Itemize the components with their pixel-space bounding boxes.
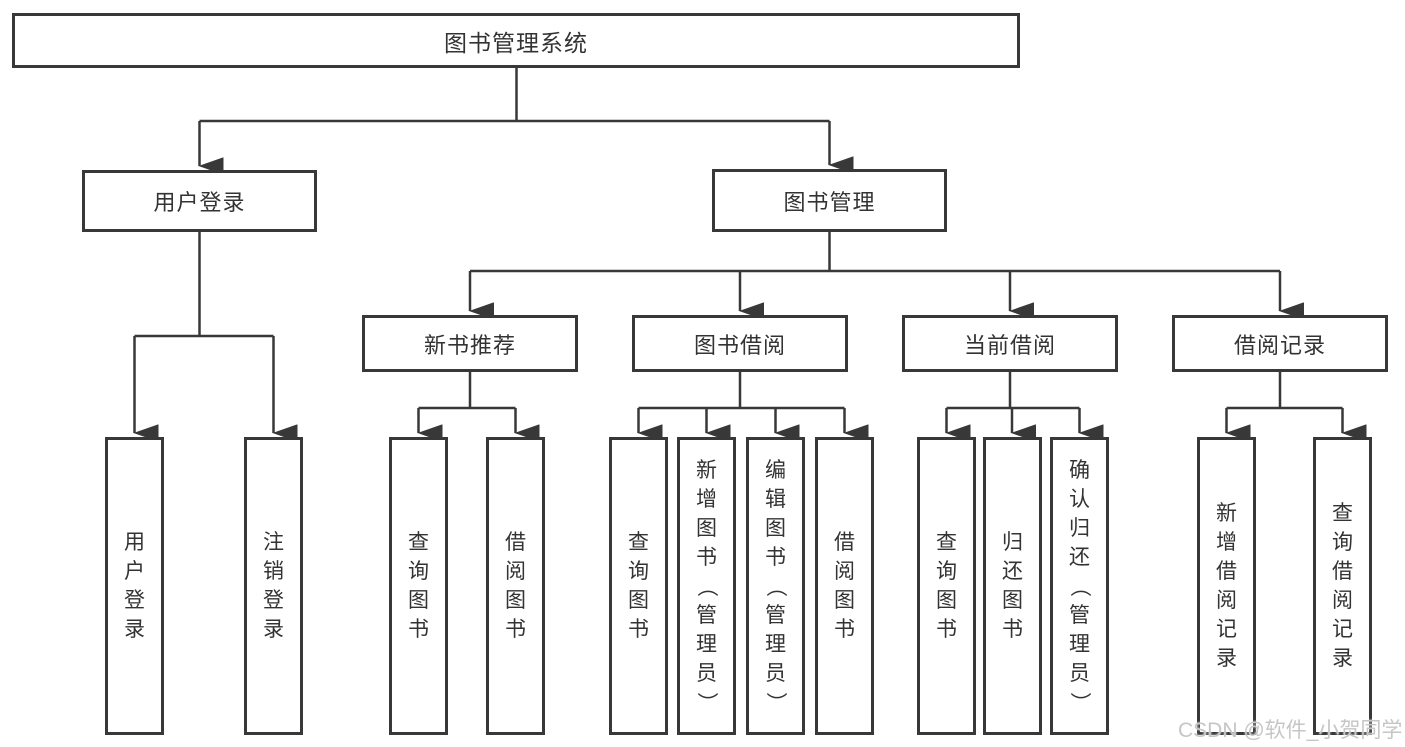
leaf-label: 用户登录 xyxy=(124,531,145,641)
node-label: 图书管理系统 xyxy=(444,29,588,56)
leaf-add-borrow-record: 新增借阅记录 xyxy=(1197,437,1256,735)
node-label: 图书借阅 xyxy=(693,332,786,358)
leaf-label: 注销登录 xyxy=(263,531,284,641)
node-user-login: 用户登录 xyxy=(82,170,317,232)
node-book-borrowing: 图书借阅 xyxy=(632,315,848,372)
leaf-query-borrow-record: 查询借阅记录 xyxy=(1313,437,1372,735)
leaf-label: 新增图书（管理员） xyxy=(695,458,718,713)
leaf-label: 查询图书 xyxy=(936,531,957,641)
watermark: CSDN @软件_小贺同学 xyxy=(1178,719,1403,742)
node-library-management-system: 图书管理系统 xyxy=(12,13,1020,68)
leaf-add-book-admin: 新增图书（管理员） xyxy=(677,437,736,735)
leaf-label: 借阅图书 xyxy=(834,531,855,641)
node-borrowing-records: 借阅记录 xyxy=(1172,315,1388,372)
leaf-borrow-books: 借阅图书 xyxy=(815,437,874,735)
leaf-confirm-return-admin: 确认归还（管理员） xyxy=(1050,437,1109,735)
leaf-label: 确认归还（管理员） xyxy=(1068,458,1091,713)
leaf-logout: 注销登录 xyxy=(244,437,303,735)
leaf-label: 查询借阅记录 xyxy=(1332,502,1353,670)
leaf-query-books-borrowing: 查询图书 xyxy=(609,437,668,735)
leaf-edit-book-admin: 编辑图书（管理员） xyxy=(746,437,805,735)
leaf-label: 编辑图书（管理员） xyxy=(764,458,787,713)
leaf-label: 查询图书 xyxy=(408,531,429,641)
leaf-label: 查询图书 xyxy=(628,531,649,641)
node-label: 新书推荐 xyxy=(423,332,516,358)
leaf-label: 新增借阅记录 xyxy=(1216,502,1237,670)
leaf-borrow-books-recommend: 借阅图书 xyxy=(486,437,545,735)
node-label: 用户登录 xyxy=(153,190,246,215)
node-label: 图书管理 xyxy=(783,189,876,215)
node-book-management: 图书管理 xyxy=(712,169,947,232)
leaf-user-login: 用户登录 xyxy=(105,437,164,735)
node-current-borrowing: 当前借阅 xyxy=(902,315,1118,372)
leaf-label: 借阅图书 xyxy=(505,531,526,641)
node-label: 借阅记录 xyxy=(1233,332,1326,358)
node-new-book-recommendation: 新书推荐 xyxy=(362,315,578,372)
leaf-query-books-current: 查询图书 xyxy=(917,437,976,735)
leaf-return-book: 归还图书 xyxy=(983,437,1042,735)
leaf-query-books-recommend: 查询图书 xyxy=(389,437,448,735)
node-label: 当前借阅 xyxy=(963,332,1056,358)
leaf-label: 归还图书 xyxy=(1002,531,1023,641)
